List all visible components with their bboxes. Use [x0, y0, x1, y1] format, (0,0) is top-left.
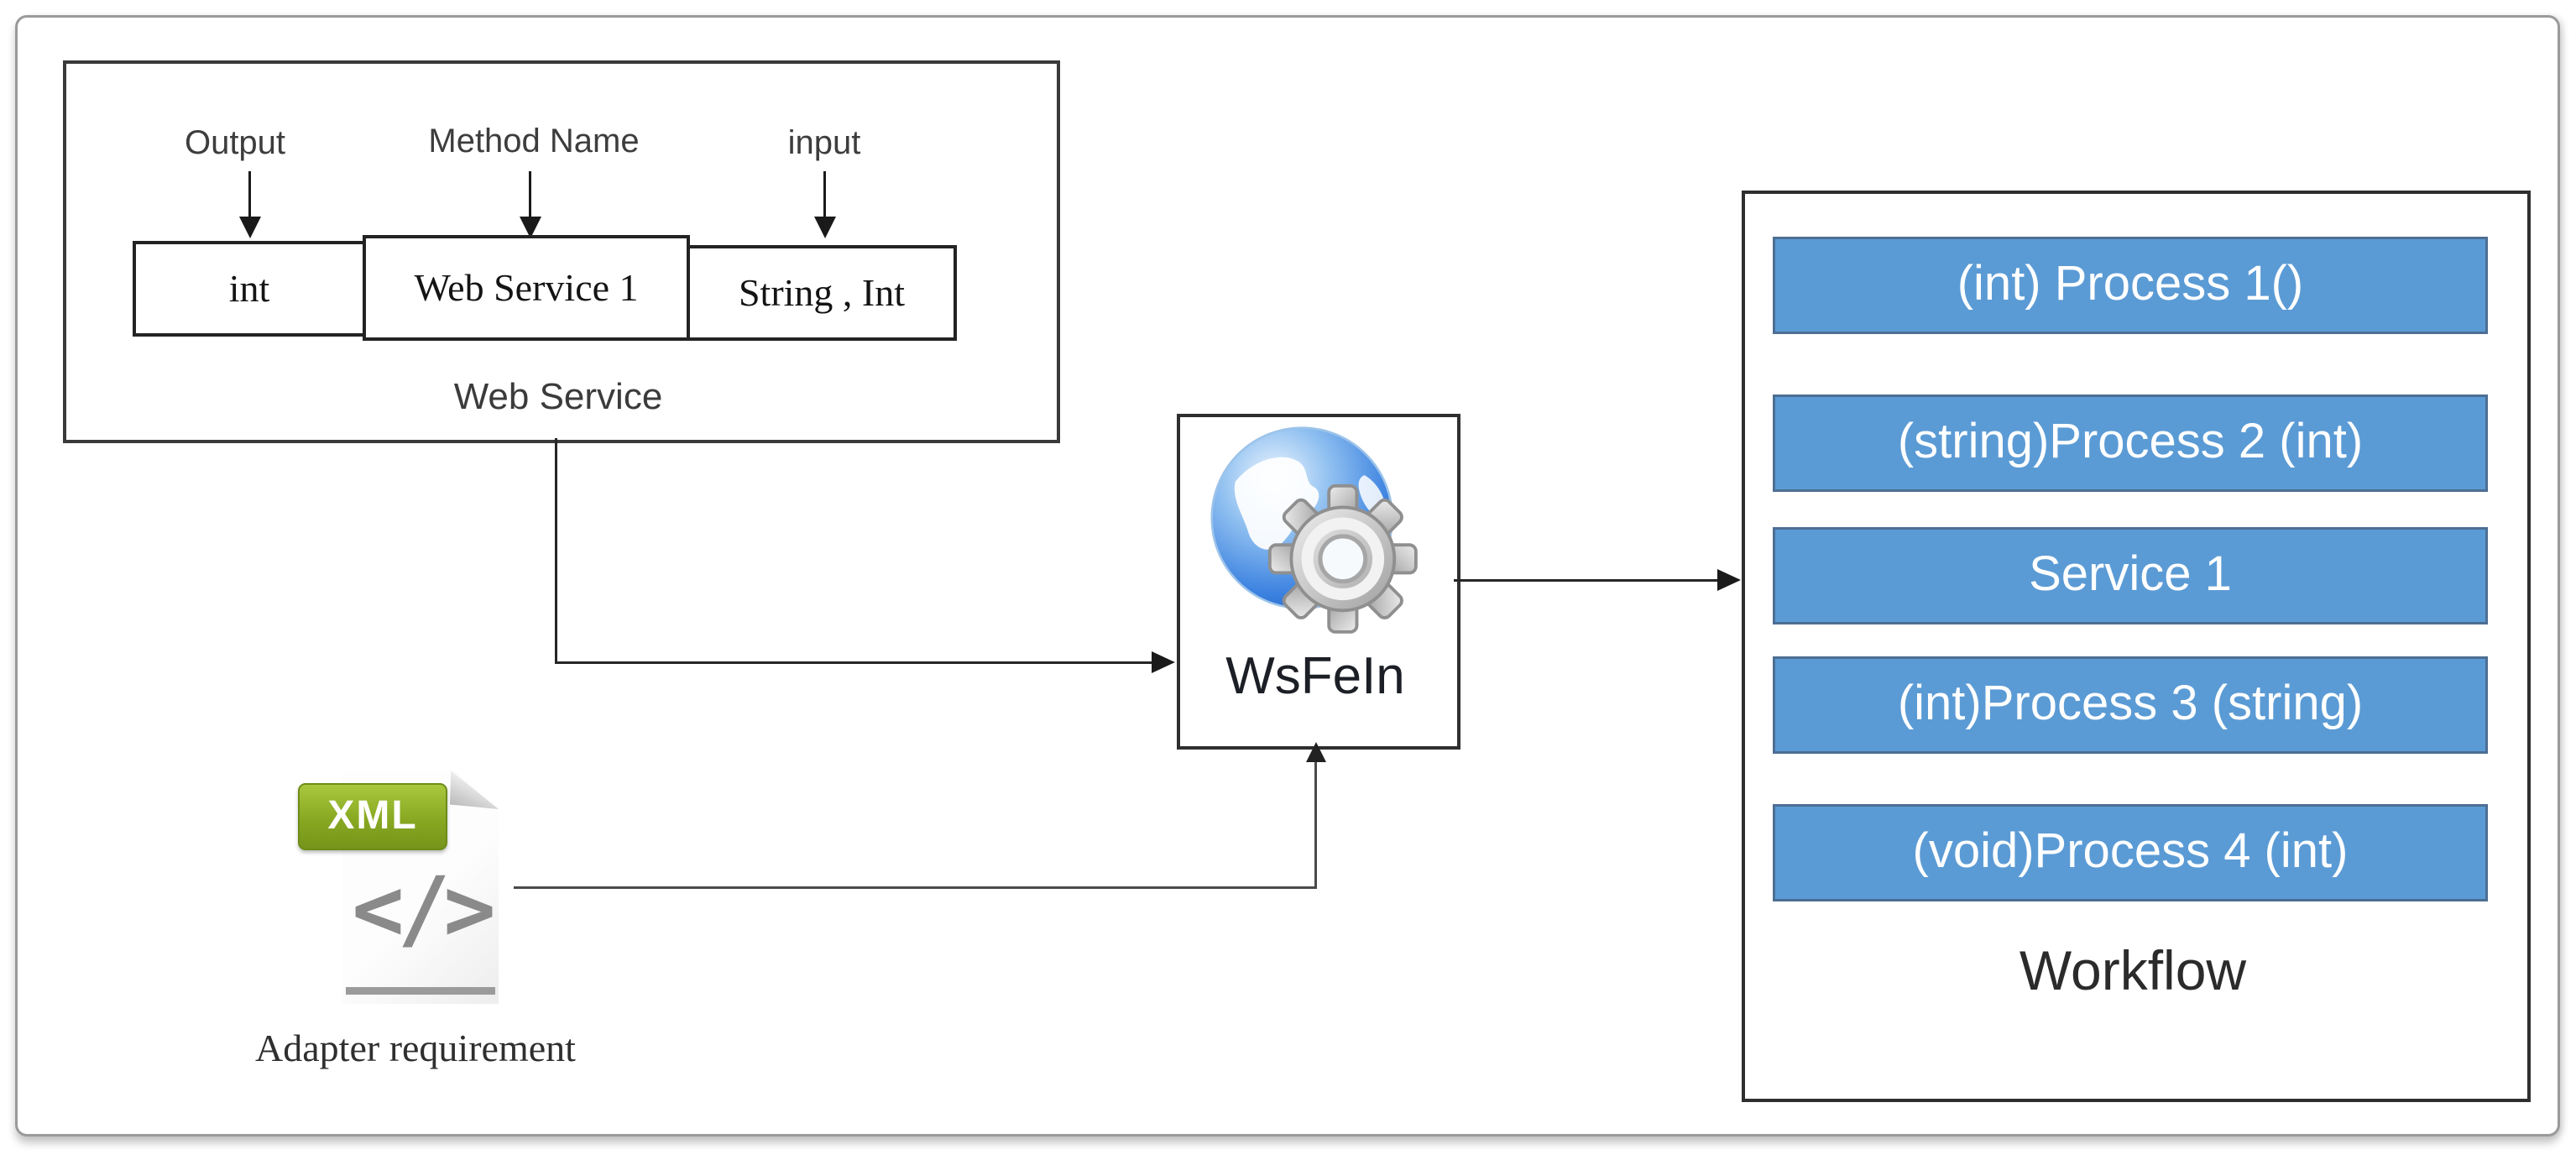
arrow-input-head-icon [814, 217, 836, 238]
web-service-caption: Web Service [453, 376, 663, 417]
cell-output-type: int [133, 241, 366, 337]
arrow-input-stem [823, 171, 826, 220]
arrow-method-stem [529, 171, 531, 220]
connector-ws-horizontal [555, 661, 1153, 664]
connector-wsfein-workflow-arrowhead-icon [1717, 569, 1741, 591]
process-bar-4: (int)Process 3 (string) [1773, 656, 2488, 754]
connector-xml-arrowhead-icon [1306, 742, 1326, 762]
cell-input-params: String , Int [687, 245, 957, 341]
globe-gear-icon [1210, 426, 1418, 634]
process-bar-2: (string)Process 2 (int) [1773, 395, 2488, 492]
label-method-name: Method Name [428, 123, 640, 159]
code-glyph-icon: </> [352, 858, 496, 960]
process-bar-1: (int) Process 1() [1773, 237, 2488, 334]
page-footer-bar [346, 987, 495, 995]
cell-method-name: Web Service 1 [363, 235, 690, 341]
xml-badge: XML [298, 783, 447, 850]
arrow-output-head-icon [239, 217, 261, 238]
connector-xml-vertical [1314, 757, 1317, 889]
connector-ws-vertical [555, 438, 557, 663]
wsfein-label: WsFeIn [1225, 647, 1405, 705]
label-input: input [787, 124, 861, 161]
gear-icon [1267, 483, 1418, 634]
workflow-panel [1742, 191, 2531, 1102]
process-bar-3: Service 1 [1773, 527, 2488, 624]
workflow-caption: Workflow [2019, 939, 2247, 1001]
arrow-method-head-icon [520, 217, 541, 238]
label-output: Output [184, 124, 286, 161]
connector-wsfein-workflow [1454, 579, 1719, 582]
connector-xml-horizontal [514, 886, 1317, 889]
connector-ws-arrowhead-icon [1152, 651, 1175, 673]
arrow-output-stem [248, 171, 251, 220]
process-bar-5: (void)Process 4 (int) [1773, 804, 2488, 901]
adapter-caption: Adapter requirement [255, 1027, 576, 1069]
